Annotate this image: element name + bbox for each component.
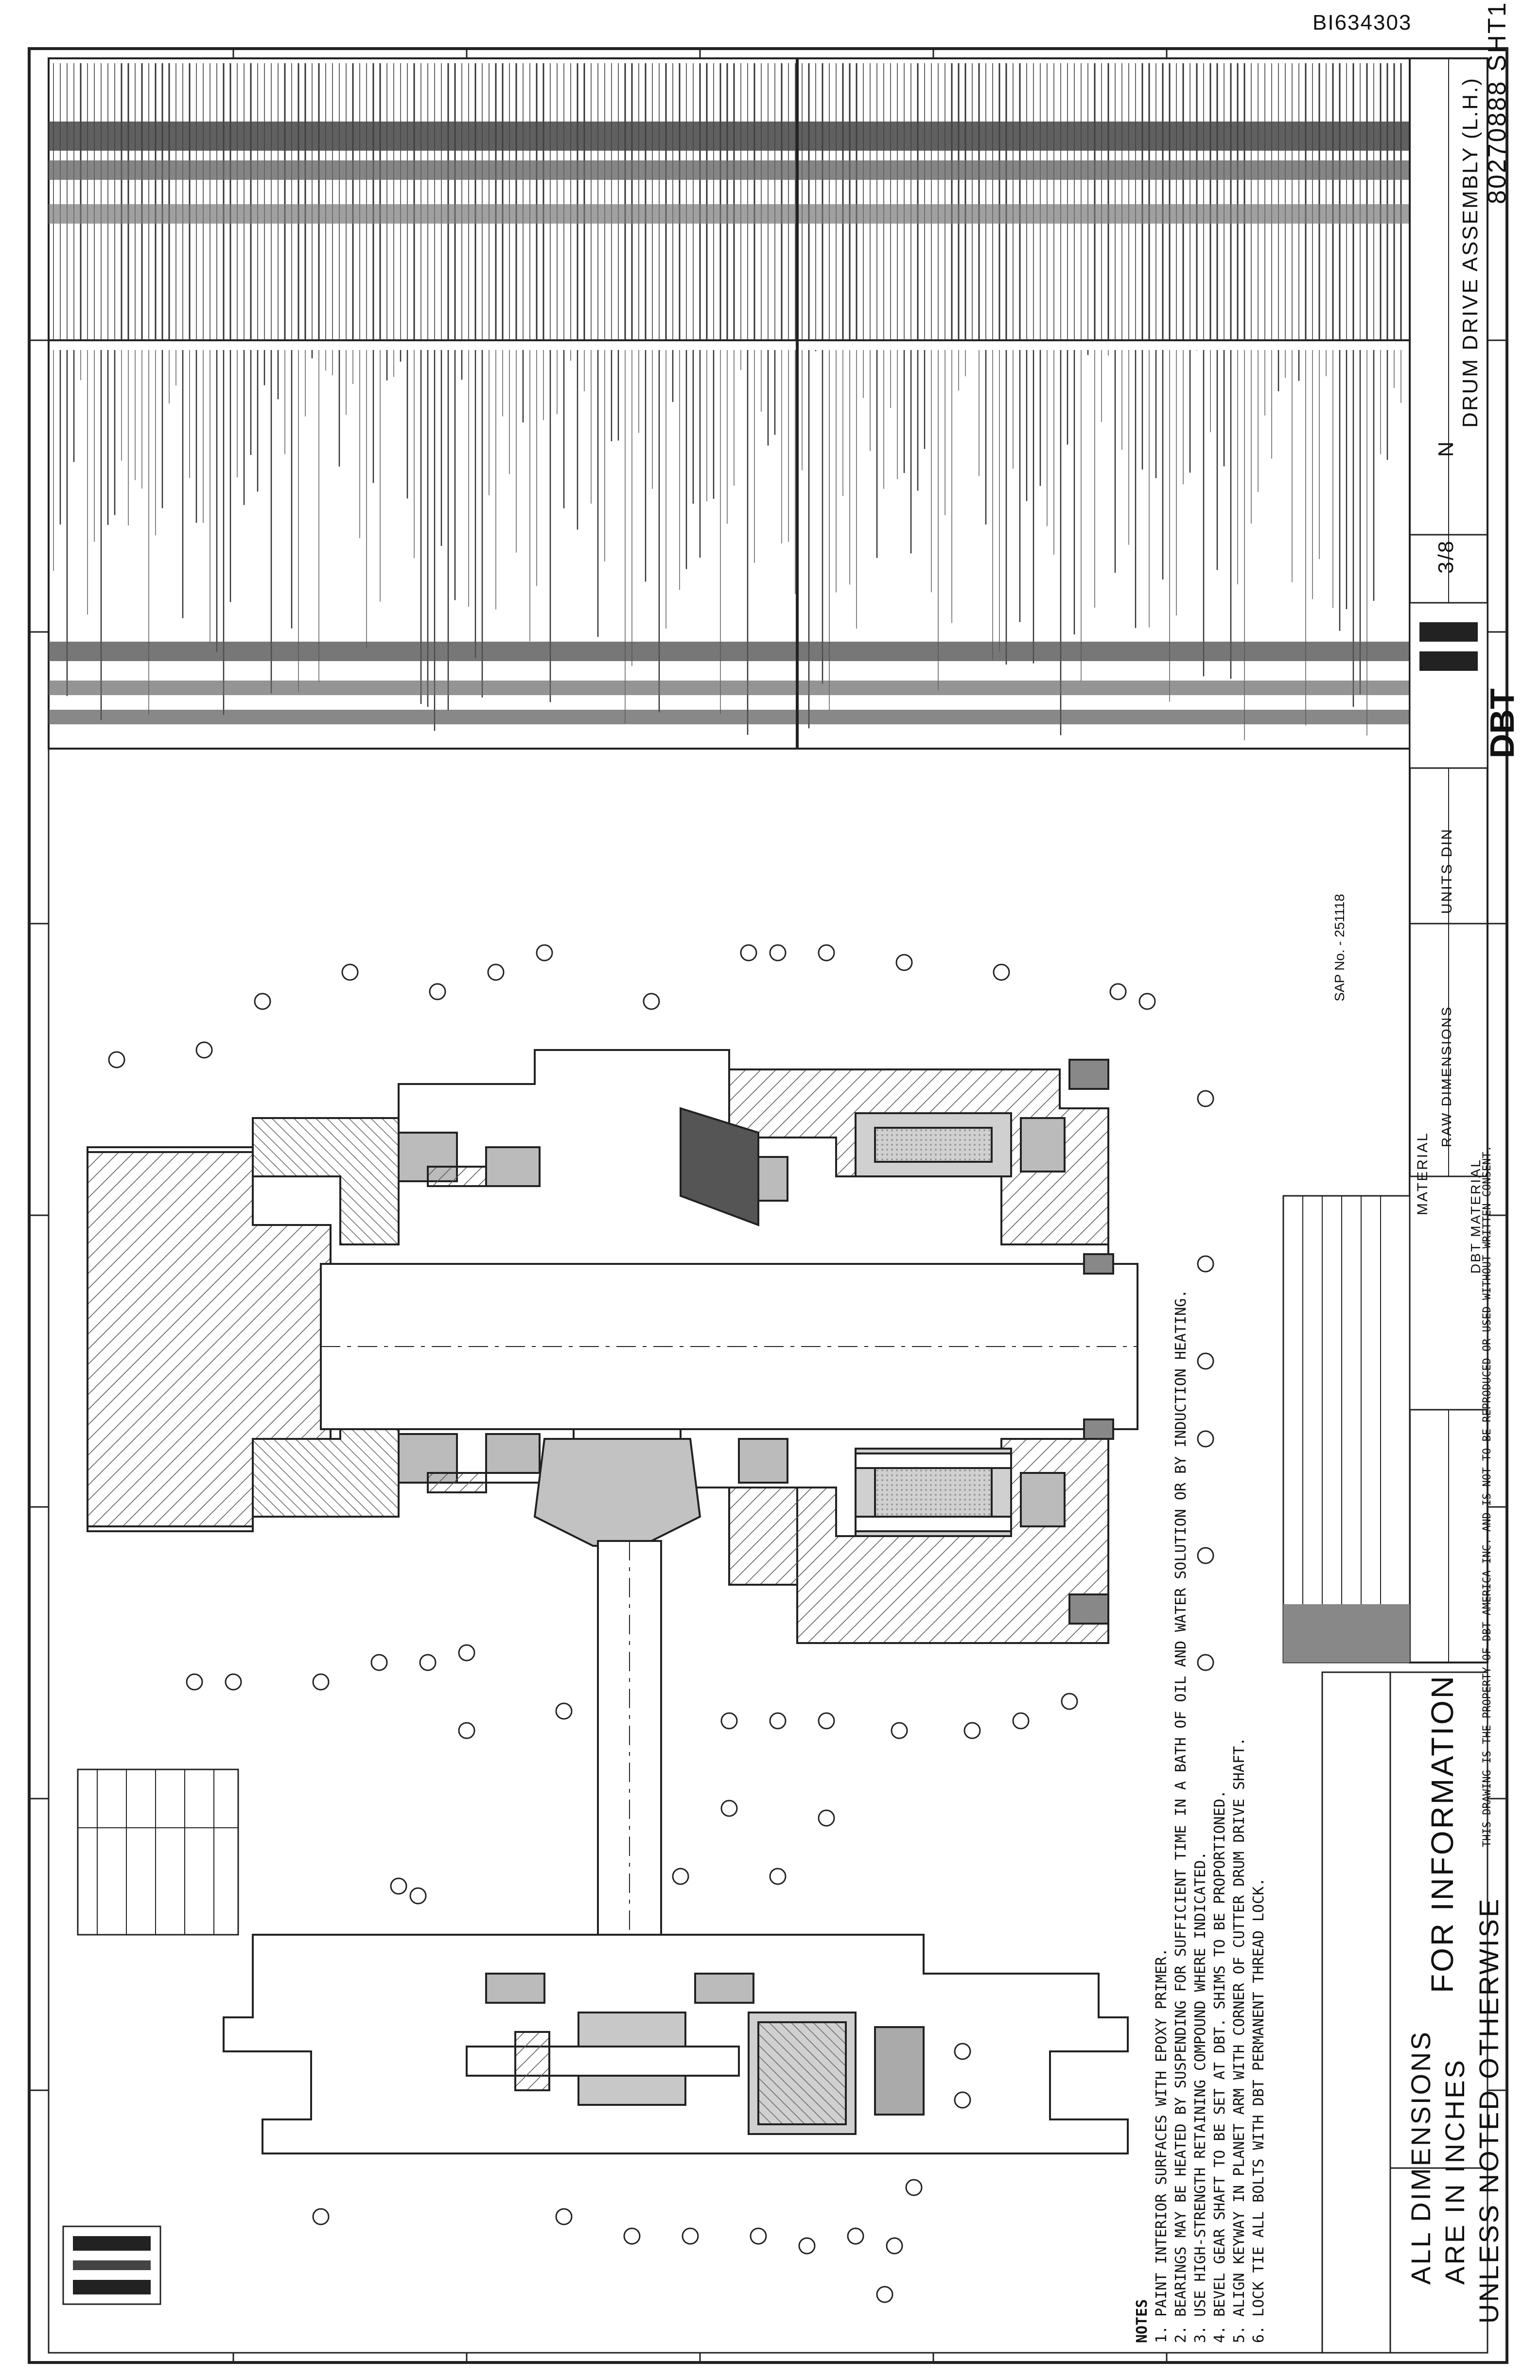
- dimensions-note-line1: ALL DIMENSIONS: [1405, 2030, 1436, 2285]
- scale-value: 3/8: [1434, 539, 1458, 574]
- item-bubble: [818, 944, 835, 962]
- cross-section-view: [87, 1049, 1138, 2154]
- item-bubble: [1197, 1430, 1214, 1448]
- item-bubble: [750, 2227, 767, 2245]
- material-label: MATERIAL: [1415, 1132, 1431, 1215]
- item-bubble: [409, 1887, 427, 1905]
- item-bubble: [1197, 1547, 1214, 1564]
- item-bubble: [623, 2227, 641, 2245]
- note-item: 5. ALIGN KEYWAY IN PLANET ARM WITH CORNE…: [1231, 1737, 1248, 2343]
- sheet-border: [28, 47, 1508, 2364]
- item-bubble: [954, 2043, 971, 2060]
- note-item: 4. BEVEL GEAR SHAFT TO BE SET AT DBT. SH…: [1211, 1790, 1228, 2343]
- item-bubble: [225, 1673, 242, 1691]
- item-bubble: [682, 2227, 699, 2245]
- item-bubble: [458, 1722, 475, 1739]
- item-bubble: [429, 983, 446, 1000]
- document-number: BI634303: [1312, 11, 1412, 35]
- note-item: 1. PAINT INTERIOR SURFACES WITH EPOXY PR…: [1153, 1948, 1170, 2343]
- item-bubble: [1138, 993, 1156, 1010]
- dimensions-note-line2: ARE IN INCHES: [1439, 2058, 1470, 2285]
- item-bubble: [993, 963, 1010, 981]
- item-bubble: [1197, 1352, 1214, 1370]
- item-bubble: [1012, 1712, 1030, 1730]
- item-bubble: [886, 2237, 903, 2255]
- drawing-number: 80270888 SHT1: [1483, 1, 1511, 204]
- note-item: 2. BEARINGS MAY BE HEATED BY SUSPENDING …: [1172, 1289, 1190, 2343]
- item-bubble: [419, 1654, 437, 1671]
- note-item: 3. USE HIGH-STRENGTH RETAINING COMPOUND …: [1192, 1851, 1209, 2343]
- item-bubble: [1197, 1090, 1214, 1107]
- item-bubble: [876, 2286, 893, 2303]
- item-bubble: [1197, 1255, 1214, 1273]
- approval-stamp: [62, 2225, 161, 2305]
- item-callouts: [108, 944, 1214, 2303]
- item-bubble: [555, 2208, 573, 2225]
- revision-letter: N: [1434, 440, 1458, 457]
- item-bubble: [818, 1712, 835, 1730]
- item-bubble: [720, 1712, 738, 1730]
- item-bubble: [818, 1809, 835, 1827]
- item-bubble: [186, 1673, 203, 1691]
- bottom-info-strip: [1321, 1671, 1488, 2354]
- item-bubble: [643, 993, 660, 1010]
- item-bubble: [536, 944, 553, 962]
- item-bubble: [254, 993, 271, 1010]
- item-bubble: [769, 944, 787, 962]
- item-bubble: [1061, 1693, 1078, 1710]
- material-box: [1409, 1175, 1488, 1411]
- notes-block: NOTES 1. PAINT INTERIOR SURFACES WITH EP…: [1133, 1289, 1269, 2343]
- item-bubble: [312, 1673, 330, 1691]
- item-bubble: [905, 2179, 923, 2196]
- sap-number: SAP No. - 251118: [1332, 893, 1347, 1001]
- item-bubble: [769, 1868, 787, 1885]
- note-item: 6. LOCK TIE ALL BOLTS WITH DBT PERMANENT…: [1250, 1877, 1267, 2343]
- drawing-title: DRUM DRIVE ASSEMBLY (L.H.): [1458, 77, 1482, 428]
- item-bubble: [341, 963, 359, 981]
- item-bubble: [458, 1644, 475, 1662]
- item-bubble: [895, 954, 913, 971]
- company-logo: DBT: [1483, 688, 1521, 758]
- notes-heading: NOTES: [1134, 2299, 1151, 2343]
- item-bubble: [798, 2237, 816, 2255]
- dimensions-note-line3: UNLESS NOTED OTHERWISE: [1473, 1897, 1504, 2324]
- item-bubble: [672, 1868, 689, 1885]
- spec-table: [77, 1768, 239, 1936]
- item-bubble: [740, 944, 757, 962]
- for-information-stamp: FOR INFORMATION: [1425, 1674, 1460, 1993]
- bill-of-materials-table: [48, 57, 1411, 750]
- item-bubble: [954, 2091, 971, 2109]
- item-bubble: [390, 1877, 407, 1895]
- item-bubble: [108, 1051, 125, 1068]
- item-bubble: [720, 1800, 738, 1817]
- units-label: UNITS DIN: [1439, 828, 1455, 914]
- raw-dimensions-label: RAW DIMENSIONS: [1439, 1005, 1454, 1147]
- item-bubble: [847, 2227, 864, 2245]
- item-bubble: [370, 1654, 388, 1671]
- item-bubble: [555, 1702, 573, 1720]
- item-bubble: [312, 2208, 330, 2225]
- item-bubble: [487, 963, 505, 981]
- item-bubble: [195, 1041, 213, 1059]
- zone-markers: [29, 49, 1507, 2362]
- item-bubble: [1109, 983, 1127, 1000]
- item-bubble: [1197, 1654, 1214, 1671]
- proprietary-notice: THIS DRAWING IS THE PROPERTY OF DBT AMER…: [1481, 1145, 1493, 1847]
- item-bubble: [891, 1722, 908, 1739]
- item-bubble: [769, 1712, 787, 1730]
- item-bubble: [963, 1722, 981, 1739]
- revision-table: [1282, 1195, 1411, 1663]
